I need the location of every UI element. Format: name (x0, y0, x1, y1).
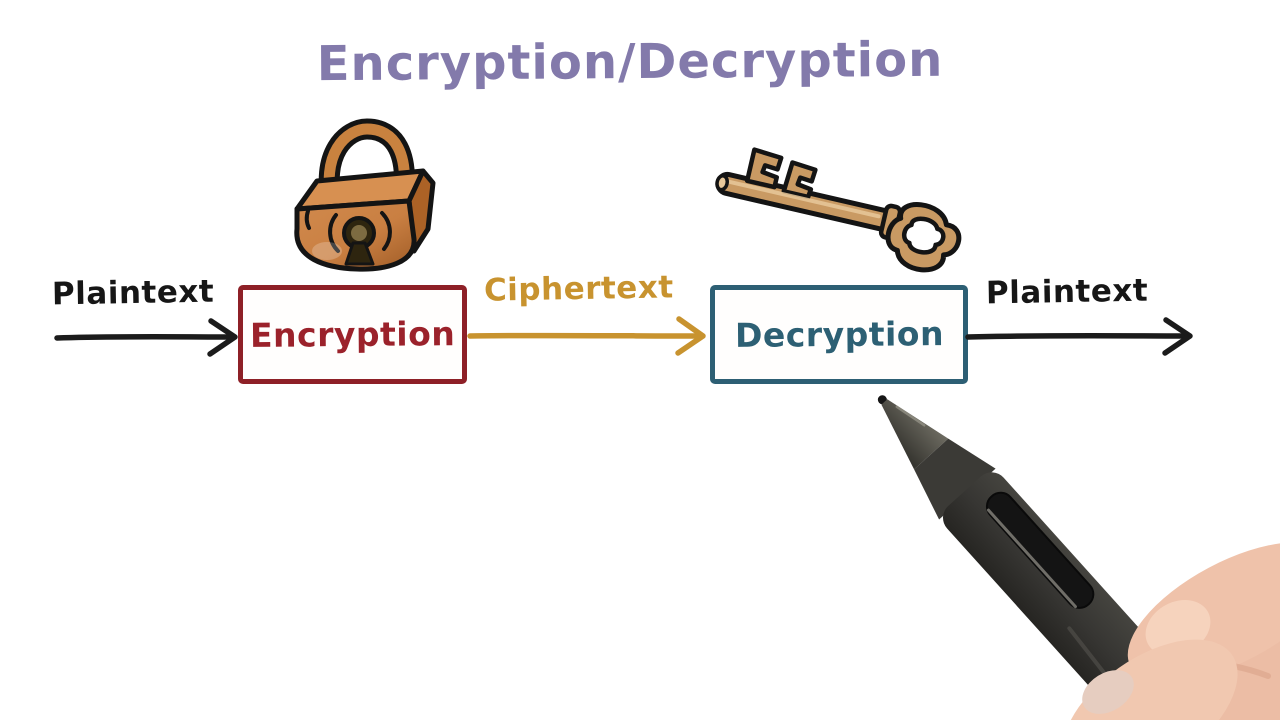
lock-shackle (318, 118, 415, 219)
pen-nib (877, 395, 887, 405)
pen-cone (881, 399, 949, 470)
plaintext-output-arrow-icon (965, 317, 1193, 356)
index-fingertip (1145, 600, 1211, 656)
plaintext-output-label: Plaintext (985, 272, 1149, 312)
lock-keyhole (342, 216, 376, 266)
ciphertext-arrow-icon (467, 316, 706, 356)
key-tooth-1 (744, 147, 784, 190)
page-title: Encryption/Decryption (316, 31, 944, 93)
lock-sheen (312, 242, 342, 260)
finger-crease (1132, 660, 1271, 679)
skeleton-key-icon (715, 147, 962, 273)
pen-side-button (985, 491, 1095, 609)
index-finger (1127, 542, 1280, 682)
key-tip-cap (715, 174, 729, 192)
key-bow-hole (901, 216, 946, 255)
lock-detail-strokes (304, 209, 392, 253)
encryption-box-label: Encryption (249, 314, 456, 355)
encryption-box: Encryption (238, 285, 467, 384)
stylus-pen (877, 395, 1208, 720)
plaintext-input-arrow-icon (54, 318, 238, 357)
decryption-box-label: Decryption (734, 314, 944, 355)
ciphertext-label: Ciphertext (483, 269, 674, 309)
plaintext-input-label: Plaintext (51, 273, 215, 313)
decryption-box: Decryption (710, 285, 968, 384)
key-sheen (724, 179, 881, 219)
thumb (1062, 639, 1238, 720)
hand-palm (1139, 545, 1280, 720)
key-tooth-2 (781, 160, 818, 200)
presenter-hand (1062, 542, 1280, 720)
padlock-icon (294, 118, 436, 272)
pen-body (943, 472, 1208, 720)
pen-shoulder (914, 438, 996, 520)
thumbnail (1082, 670, 1134, 714)
